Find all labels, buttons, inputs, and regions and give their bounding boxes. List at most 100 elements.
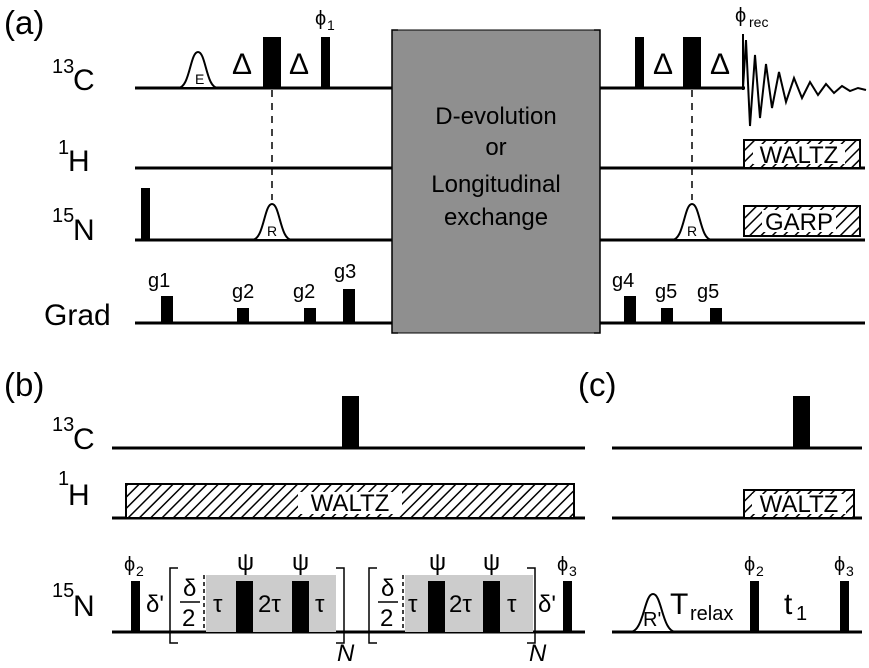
phi-rec-label: ϕ rec [735,5,768,30]
svg-text:13: 13 [52,414,74,436]
r-prime-pulse-label: R' [643,609,661,631]
e-pulse-label: E [195,71,204,87]
psi-label-2b: ψ [483,549,500,576]
svg-text:1: 1 [58,137,69,159]
n15-90-pulse-phi3-c [840,581,849,632]
gradient-g2-first [237,308,249,323]
n15-90-pulse-phi2-b [131,581,140,632]
gradient-g5-first [661,308,673,323]
waltz-label-b: WALTZ [311,490,390,517]
svg-text:ϕ: ϕ [735,5,746,27]
gradient-label-g3: g3 [334,261,356,283]
center-box-text-line2: or [485,134,506,161]
channel-label-13c: 13 C [52,56,95,97]
repeat-bracket-left-open [169,567,178,644]
delta-prime-label-left: δ' [146,591,164,618]
svg-text:13: 13 [52,56,74,78]
svg-text:2: 2 [182,605,195,632]
svg-text:1: 1 [327,17,335,33]
t1-label: t 1 [784,588,807,625]
delta-label-2: Δ [289,48,309,81]
tau-label-1b: τ [315,591,325,618]
e-shaped-pulse [177,50,219,89]
svg-text:relax: relax [690,603,733,625]
tau-label-2b: τ [507,591,517,618]
phi3-label-c: ϕ 3 [834,554,854,579]
delta-label-3: Δ [653,48,673,81]
svg-text:ϕ: ϕ [315,8,326,30]
delta-half-fraction-2: δ 2 [378,575,398,632]
svg-text:T: T [670,588,688,621]
r-prime-shaped-pulse [629,592,677,633]
svg-text:C: C [73,423,95,456]
tau-label-1a: τ [213,591,223,618]
channel-label-1h-b: 1 H [58,468,90,512]
waltz-label-bg-a [753,144,845,164]
gradient-label-g5-first: g5 [655,281,677,303]
svg-text:15: 15 [52,580,74,602]
gradient-label-g2-second: g2 [293,281,315,303]
svg-text:ϕ: ϕ [834,554,845,576]
svg-text:t: t [784,588,793,621]
svg-text:1: 1 [58,468,69,490]
phi1-label: ϕ 1 [315,8,335,33]
svg-text:15: 15 [52,205,74,227]
delta-half-fraction-1: δ 2 [180,575,200,632]
c13-180-pulse-c [793,396,810,448]
repeat-bracket-right-close [527,567,536,644]
r-shaped-pulse-right [671,202,713,241]
waltz-label-bg-b [298,492,402,514]
delta-prime-label-right: δ' [538,591,556,618]
center-box-bracket-left [391,29,398,334]
repeat-bracket-right-open [368,567,377,644]
n15-90-pulse-phi2-c [750,581,759,632]
gradient-g4 [624,296,636,323]
center-box-text-line4: exchange [444,204,548,231]
n15-90-pulse-phi3-b [563,581,572,632]
channel-label-grad: Grad [44,299,111,332]
gradient-g5-second [710,308,722,323]
center-evolution-box [391,29,601,334]
panel-label-c: (c) [578,366,616,403]
gradient-label-g4: g4 [612,270,634,292]
garp-label-bg [762,210,836,232]
svg-text:N: N [73,590,95,623]
phi2-label-b: ϕ 2 [124,554,144,579]
psi-label-1a: ψ [237,549,254,576]
n15-180-pulse-psi-1a [236,581,253,632]
center-box-text-line1: D-evolution [435,103,556,130]
svg-text:3: 3 [846,563,854,579]
svg-text:2: 2 [756,563,764,579]
r-pulse-label-right: R [687,223,697,239]
fid-signal [742,39,867,127]
channel-label-1h: 1 H [58,137,90,178]
delta-label-4: Δ [710,48,730,81]
svg-text:3: 3 [569,563,577,579]
gradient-label-g2-first: g2 [232,281,254,303]
svg-text:2: 2 [380,605,393,632]
spin-lock-region-2 [405,575,533,632]
svg-text:N: N [73,214,95,247]
svg-text:δ: δ [183,575,196,602]
svg-text:H: H [68,145,90,178]
repeat-n-label-1: N [337,640,355,667]
c13-180-pulse-b [342,396,359,448]
two-tau-label-1: 2τ [258,591,281,618]
svg-text:rec: rec [749,14,768,30]
svg-text:ϕ: ϕ [744,554,755,576]
waltz-label-a: WALTZ [760,142,839,169]
c13-180-pulse-left [263,37,281,88]
svg-text:ϕ: ϕ [124,554,135,576]
svg-text:C: C [73,64,95,97]
center-box-text-line3: Longitudinal [431,171,560,198]
channel-label-13c-b: 13 C [52,414,95,456]
psi-label-2a: ψ [429,549,446,576]
tau-label-2a: τ [408,591,418,618]
n15-180-pulse-psi-2b [483,581,500,632]
c13-90-pulse-right [635,37,644,88]
phi2-label-c: ϕ 2 [744,554,764,579]
t-relax-label: T relax [670,588,733,625]
delta-label-1: Δ [232,48,252,81]
psi-label-1b: ψ [292,549,309,576]
